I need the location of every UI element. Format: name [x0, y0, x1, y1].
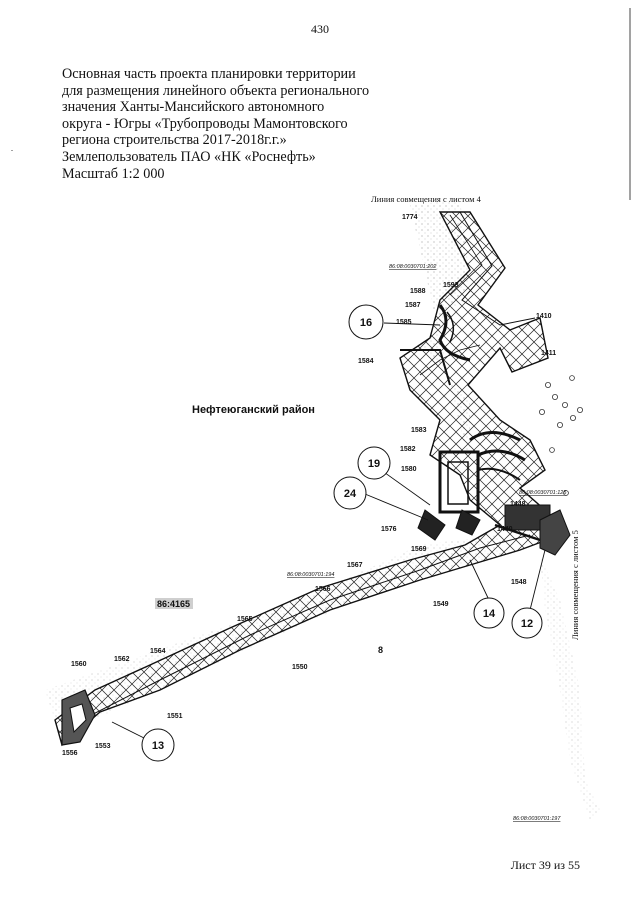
svg-text:1567: 1567	[347, 562, 363, 569]
svg-text:24: 24	[344, 488, 357, 500]
callout-19: 19	[357, 446, 391, 480]
svg-text:1448: 1448	[510, 501, 526, 508]
svg-text:1440: 1440	[497, 526, 513, 533]
cadastral-label: 86:08:0030701:202	[389, 264, 436, 270]
svg-text:1585: 1585	[396, 319, 412, 326]
svg-text:1549: 1549	[433, 601, 449, 608]
svg-text:1550: 1550	[292, 664, 308, 671]
svg-text:1582: 1582	[400, 446, 416, 453]
match-line-top: Линия совмещения с листом 4	[371, 194, 482, 204]
cadastral-label: 86:08:0030701:194	[287, 572, 334, 578]
svg-text:1576: 1576	[381, 526, 397, 533]
svg-text:1565: 1565	[237, 616, 253, 623]
svg-text:1566: 1566	[315, 586, 331, 593]
title-line: для размещения линейного объекта региона…	[62, 82, 370, 99]
callout-14: 14	[473, 597, 505, 629]
svg-text:1551: 1551	[167, 713, 183, 720]
callout-12: 12	[511, 607, 543, 639]
svg-text:1588: 1588	[410, 288, 426, 295]
title-block: Основная часть проекта планировки террит…	[62, 66, 370, 182]
svg-text:1548: 1548	[511, 579, 527, 586]
svg-text:19: 19	[368, 458, 380, 470]
svg-text:1556: 1556	[62, 750, 78, 757]
border-ticks	[11, 8, 631, 200]
pipeline-corridor	[54, 211, 562, 747]
svg-text:1774: 1774	[402, 214, 418, 221]
point-labels: 1774 1593 1588 1587 1585 1410 1584 1411 …	[62, 214, 556, 757]
title-line: округа - Югры «Трубопроводы Мамонтовског…	[62, 115, 348, 132]
callout-16: 16	[348, 304, 384, 340]
district-label: Нефтеюганский район	[192, 404, 315, 416]
facility-site-main	[417, 431, 526, 541]
quarter-label: 86:4165	[157, 599, 190, 609]
svg-text:1562: 1562	[114, 656, 130, 663]
scale-line: Масштаб 1:2 000	[62, 165, 165, 182]
svg-text:1580: 1580	[401, 466, 417, 473]
svg-text:1410: 1410	[536, 313, 552, 320]
parcel-label: 8	[378, 645, 383, 655]
svg-text:1560: 1560	[71, 661, 87, 668]
svg-text:1411: 1411	[541, 350, 556, 357]
svg-text:1564: 1564	[150, 648, 166, 655]
callout-24: 24	[333, 476, 367, 510]
match-line-right: Линия совмещения с листом 5	[570, 530, 580, 640]
sheet-number: Лист 39 из 55	[510, 858, 580, 872]
facility-site-right	[494, 504, 571, 556]
svg-text:1593: 1593	[443, 282, 459, 289]
land-user-line: Землепользователь ПАО «НК «Роснефть»	[62, 148, 316, 165]
svg-text:1584: 1584	[358, 358, 374, 365]
svg-text:16: 16	[360, 317, 372, 329]
facility-site-upper	[400, 304, 471, 386]
cadastral-label: 86:08:0030701:197	[513, 816, 561, 822]
svg-text:1583: 1583	[411, 427, 427, 434]
svg-text:1553: 1553	[95, 743, 111, 750]
svg-text:14: 14	[483, 608, 496, 620]
title-line: региона строительства 2017-2018г.г.»	[62, 132, 287, 149]
callout-13: 13	[141, 728, 175, 762]
quarter-label-bg	[155, 598, 193, 609]
svg-text:13: 13	[152, 740, 164, 752]
svg-text:1587: 1587	[405, 302, 421, 309]
terrain-markers	[539, 375, 584, 496]
facility-site-left	[61, 689, 96, 746]
title-line: значения Ханты-Мансийского автономного	[62, 99, 325, 116]
svg-text:1569: 1569	[411, 546, 427, 553]
cadastral-label: 86:08:0030701:125	[519, 490, 567, 496]
page-number: 430	[311, 22, 329, 36]
svg-text:12: 12	[521, 618, 533, 630]
title-line: Основная часть проекта планировки террит…	[62, 66, 356, 82]
